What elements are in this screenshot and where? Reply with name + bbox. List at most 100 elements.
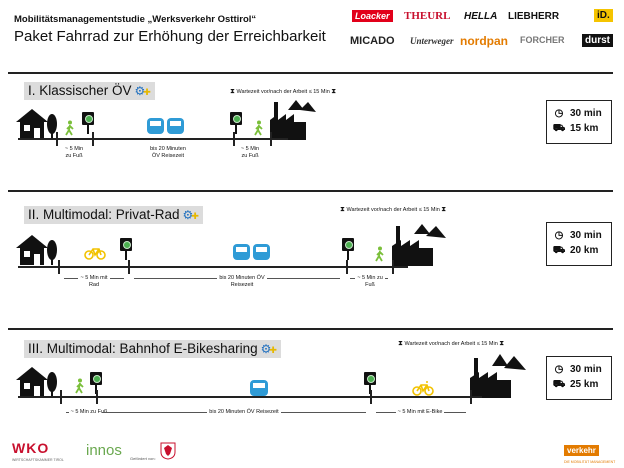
tirol-eagle-icon (160, 442, 176, 460)
route-separator (96, 390, 98, 404)
bus-stop-icon (90, 372, 102, 385)
clock-icon: ◷ (554, 230, 564, 241)
train-icon (147, 118, 184, 134)
wait-note: ⧗ Wartezeit vor/nach der Arbeit ≤ 15 Min… (398, 340, 505, 347)
travel-info-box: ◷ 30 min ⛟ 25 km (546, 356, 612, 400)
factory-icon (392, 224, 446, 266)
section-title: I. Klassischer ÖV⚙ (24, 82, 155, 100)
duration: 30 min (570, 364, 602, 375)
bus-stop-pole (95, 385, 97, 394)
bus-stop-icon (230, 112, 242, 125)
hourglass-icon: ⧗ (340, 206, 345, 213)
section-ebike-sharing: III. Multimodal: Bahnhof E-Bikesharing⚙ … (8, 328, 613, 428)
route-separator (128, 260, 130, 274)
bus-stop-icon (120, 238, 132, 251)
train-icon (233, 244, 270, 260)
section-title: III. Multimodal: Bahnhof E-Bikesharing⚙ (24, 340, 281, 358)
funding-note: Gefördert von: (130, 456, 156, 461)
route-separator (56, 132, 58, 146)
route-line (18, 396, 482, 398)
bus-stop-pole (347, 251, 349, 260)
house-icon (16, 235, 57, 265)
section-title: II. Multimodal: Privat-Rad⚙ (24, 206, 203, 224)
house-icon (16, 367, 57, 397)
route-separator (270, 132, 272, 146)
hourglass-icon: ⧗ (499, 340, 505, 347)
walking-person-icon (254, 120, 263, 136)
distance-icon: ⛟ (552, 123, 566, 134)
wait-note: ⧗ Wartezeit vor/nach der Arbeit ≤ 15 Min… (340, 206, 447, 213)
logo-verkehr: verkehr DIE MOBILITÄT MANAGEMENT (564, 445, 616, 464)
segment-label: bis 20 Minuten ÖV Reisezeit (207, 409, 281, 415)
hourglass-icon: ⧗ (441, 206, 447, 213)
footer: WKO WIRTSCHAFTSKAMMER TIROL innos Geförd… (0, 440, 624, 468)
factory-icon (270, 100, 316, 140)
hourglass-icon: ⧗ (398, 340, 403, 347)
house-icon (16, 109, 57, 139)
walking-person-icon (75, 378, 84, 394)
logo-innos: innos (86, 442, 122, 459)
bus-stop-pole (125, 251, 127, 260)
logo-durst: durst (582, 34, 613, 47)
section-private-bike: II. Multimodal: Privat-Rad⚙ ⧗ Wartezeit … (8, 190, 613, 320)
logo-theurl: THEURL (404, 10, 451, 22)
route-separator (470, 390, 472, 404)
bus-stop-pole (369, 385, 371, 394)
page-title: Paket Fahrrad zur Erhöhung der Erreichba… (14, 28, 326, 45)
walking-person-icon (65, 120, 74, 136)
factory-icon (470, 354, 526, 398)
segment-label: ~ 5 Min zu Fuß (68, 409, 110, 415)
distance: 15 km (570, 123, 599, 134)
bus-stop-pole (87, 125, 89, 134)
distance: 20 km (570, 245, 599, 256)
route-line (18, 266, 408, 268)
travel-info-box: ◷ 30 min ⛟ 20 km (546, 222, 612, 266)
route-separator (58, 260, 60, 274)
route-separator (346, 260, 348, 274)
logo-liebherr: LIEBHERR (508, 11, 560, 22)
bicycle-icon (84, 248, 106, 260)
logo-micado: MICADO (350, 35, 395, 47)
gears-icon: ⚙ (135, 84, 151, 98)
route-separator (233, 132, 235, 146)
gears-icon: ⚙ (183, 208, 199, 222)
logo-hella: HELLA (464, 11, 498, 22)
logo-nordpan: nordpan (460, 34, 508, 48)
travel-info-box: ◷ 30 min ⛟ 15 km (546, 100, 612, 144)
distance-icon: ⛟ (552, 245, 566, 256)
hourglass-icon: ⧗ (230, 88, 235, 95)
hourglass-icon: ⧗ (331, 88, 337, 95)
bus-stop-icon (364, 372, 376, 385)
distance: 25 km (570, 379, 599, 390)
wait-note: ⧗ Wartezeit vor/nach der Arbeit ≤ 15 Min… (230, 88, 337, 95)
route-separator (392, 260, 394, 274)
duration: 30 min (570, 230, 602, 241)
clock-icon: ◷ (554, 364, 564, 375)
train-icon (250, 380, 268, 396)
route-separator (92, 132, 94, 146)
route-line (18, 138, 288, 140)
gears-icon: ⚙ (261, 342, 277, 356)
logo-id: iD. (594, 9, 613, 22)
walking-person-icon (375, 246, 384, 262)
bus-stop-icon (82, 112, 94, 125)
logo-wko: WKO WIRTSCHAFTSKAMMER TIROL (12, 440, 64, 462)
bus-stop-icon (342, 238, 354, 251)
logo-forcher: FORCHER (520, 35, 565, 45)
duration: 30 min (570, 108, 602, 119)
logo-unterweger: Unterweger (410, 36, 454, 46)
clock-icon: ◷ (554, 108, 564, 119)
ebike-icon (412, 381, 434, 396)
section-classic-pt: I. Klassischer ÖV⚙ ⧗ Wartezeit vor/nach … (8, 72, 613, 182)
distance-icon: ⛟ (552, 379, 566, 390)
route-separator (60, 390, 62, 404)
study-title: Mobilitätsmanagementstudie „Werksverkehr… (14, 14, 257, 25)
segment-label: ~ 5 Min mit E-Bike (395, 409, 445, 415)
logo-loacker: Loacker (352, 10, 393, 22)
